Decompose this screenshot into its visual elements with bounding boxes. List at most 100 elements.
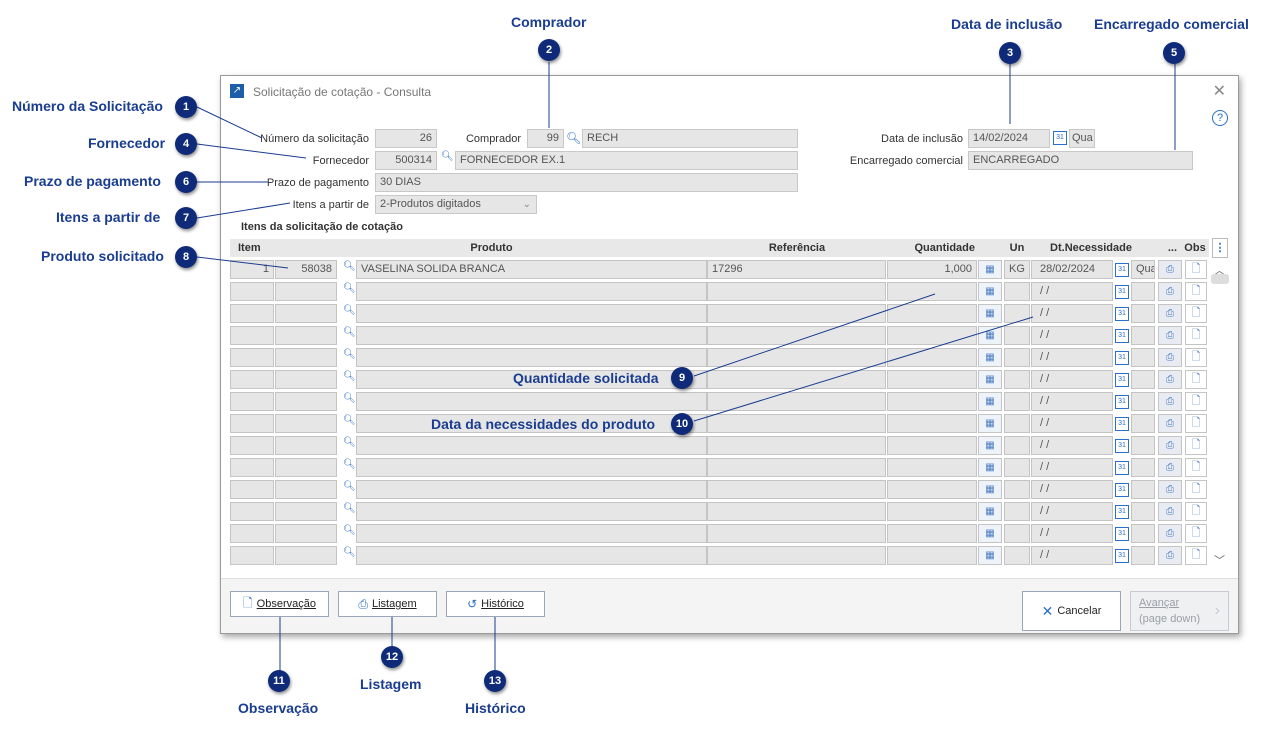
dow-cell[interactable] — [1131, 370, 1155, 389]
quantidade-cell[interactable] — [887, 480, 977, 499]
item-cell[interactable] — [230, 370, 274, 389]
dt-cell[interactable]: / / — [1031, 282, 1113, 301]
un-cell[interactable]: KG — [1004, 260, 1030, 279]
obs-document-icon[interactable]: 🗋 — [1185, 546, 1207, 565]
produto-search-icon[interactable]: 🔍︎ — [343, 393, 356, 404]
calendar-icon[interactable]: 31 — [1115, 505, 1129, 519]
item-cell[interactable] — [230, 282, 274, 301]
referencia-cell[interactable] — [707, 502, 886, 521]
scroll-up-icon[interactable]: ︿ — [1214, 265, 1225, 277]
codigo-cell[interactable] — [275, 414, 337, 433]
obs-document-icon[interactable]: 🗋 — [1185, 304, 1207, 323]
referencia-cell[interactable] — [707, 458, 886, 477]
itens-select[interactable]: 2-Produtos digitados ⌄ — [375, 195, 537, 214]
print-icon[interactable]: ⎙ — [1158, 282, 1182, 301]
obs-document-icon[interactable]: 🗋 — [1185, 436, 1207, 455]
un-cell[interactable] — [1004, 414, 1030, 433]
print-icon[interactable]: ⎙ — [1158, 414, 1182, 433]
grid-icon[interactable]: ▦ — [978, 282, 1002, 301]
produto-cell[interactable] — [356, 304, 707, 323]
codigo-cell[interactable] — [275, 392, 337, 411]
dt-cell[interactable]: / / — [1031, 304, 1113, 323]
produto-cell[interactable] — [356, 348, 707, 367]
print-icon[interactable]: ⎙ — [1158, 480, 1182, 499]
comprador-name-field[interactable]: RECH — [582, 129, 798, 148]
calendar-icon[interactable]: 31 — [1115, 439, 1129, 453]
print-icon[interactable]: ⎙ — [1158, 370, 1182, 389]
item-cell[interactable] — [230, 436, 274, 455]
produto-search-icon[interactable]: 🔍︎ — [343, 305, 356, 316]
print-icon[interactable]: ⎙ — [1158, 502, 1182, 521]
referencia-cell[interactable] — [707, 436, 886, 455]
obs-document-icon[interactable]: 🗋 — [1185, 392, 1207, 411]
produto-cell[interactable] — [356, 326, 707, 345]
produto-search-icon[interactable]: 🔍︎ — [343, 547, 356, 558]
dt-cell[interactable]: / / — [1031, 546, 1113, 565]
more-options-icon[interactable]: ⋮ — [1212, 238, 1228, 258]
produto-cell[interactable] — [356, 546, 707, 565]
close-icon[interactable]: ✕ — [1212, 83, 1226, 100]
obs-document-icon[interactable]: 🗋 — [1185, 326, 1207, 345]
calendar-icon[interactable]: 31 — [1115, 417, 1129, 431]
quantidade-cell[interactable] — [887, 546, 977, 565]
referencia-cell[interactable]: 17296 — [707, 260, 886, 279]
grid-icon[interactable]: ▦ — [978, 436, 1002, 455]
grid-icon[interactable]: ▦ — [978, 260, 1002, 279]
produto-search-icon[interactable]: 🔍︎ — [343, 525, 356, 536]
grid-icon[interactable]: ▦ — [978, 480, 1002, 499]
fornecedor-name-field[interactable]: FORNECEDOR EX.1 — [455, 151, 798, 170]
un-cell[interactable] — [1004, 326, 1030, 345]
produto-search-icon[interactable]: 🔍︎ — [343, 371, 356, 382]
quantidade-cell[interactable] — [887, 326, 977, 345]
item-cell[interactable] — [230, 392, 274, 411]
produto-cell[interactable] — [356, 414, 707, 433]
produto-search-icon[interactable]: 🔍︎ — [343, 327, 356, 338]
produto-cell[interactable] — [356, 392, 707, 411]
un-cell[interactable] — [1004, 304, 1030, 323]
dow-cell[interactable] — [1131, 414, 1155, 433]
referencia-cell[interactable] — [707, 392, 886, 411]
un-cell[interactable] — [1004, 480, 1030, 499]
quantidade-cell[interactable] — [887, 436, 977, 455]
dow-cell[interactable] — [1131, 458, 1155, 477]
quantidade-cell[interactable] — [887, 524, 977, 543]
un-cell[interactable] — [1004, 348, 1030, 367]
print-icon[interactable]: ⎙ — [1158, 304, 1182, 323]
produto-cell[interactable] — [356, 524, 707, 543]
produto-cell[interactable]: VASELINA SOLIDA BRANCA — [356, 260, 707, 279]
print-icon[interactable]: ⎙ — [1158, 436, 1182, 455]
un-cell[interactable] — [1004, 370, 1030, 389]
obs-document-icon[interactable]: 🗋 — [1185, 502, 1207, 521]
obs-document-icon[interactable]: 🗋 — [1185, 260, 1207, 279]
produto-search-icon[interactable]: 🔍︎ — [343, 459, 356, 470]
dt-cell[interactable]: / / — [1031, 414, 1113, 433]
item-cell[interactable] — [230, 502, 274, 521]
obs-document-icon[interactable]: 🗋 — [1185, 480, 1207, 499]
data-inclusao-field[interactable]: 14/02/2024 — [968, 129, 1050, 148]
referencia-cell[interactable] — [707, 282, 886, 301]
quantidade-cell[interactable] — [887, 304, 977, 323]
codigo-cell[interactable] — [275, 436, 337, 455]
referencia-cell[interactable] — [707, 524, 886, 543]
un-cell[interactable] — [1004, 502, 1030, 521]
print-icon[interactable]: ⎙ — [1158, 458, 1182, 477]
dow-cell[interactable] — [1131, 546, 1155, 565]
dt-cell[interactable]: / / — [1031, 326, 1113, 345]
grid-icon[interactable]: ▦ — [978, 392, 1002, 411]
comprador-code-field[interactable]: 99 — [527, 129, 564, 148]
produto-cell[interactable] — [356, 282, 707, 301]
referencia-cell[interactable] — [707, 480, 886, 499]
codigo-cell[interactable] — [275, 502, 337, 521]
codigo-cell[interactable]: 58038 — [275, 260, 337, 279]
quantidade-cell[interactable]: 1,000 — [887, 260, 977, 279]
un-cell[interactable] — [1004, 524, 1030, 543]
codigo-cell[interactable] — [275, 370, 337, 389]
quantidade-cell[interactable] — [887, 370, 977, 389]
cancelar-button[interactable]: ✕ Cancelar — [1022, 591, 1121, 631]
dow-cell[interactable] — [1131, 480, 1155, 499]
print-icon[interactable]: ⎙ — [1158, 392, 1182, 411]
produto-search-icon[interactable]: 🔍︎ — [343, 283, 356, 294]
print-icon[interactable]: ⎙ — [1158, 260, 1182, 279]
produto-cell[interactable] — [356, 458, 707, 477]
print-icon[interactable]: ⎙ — [1158, 348, 1182, 367]
